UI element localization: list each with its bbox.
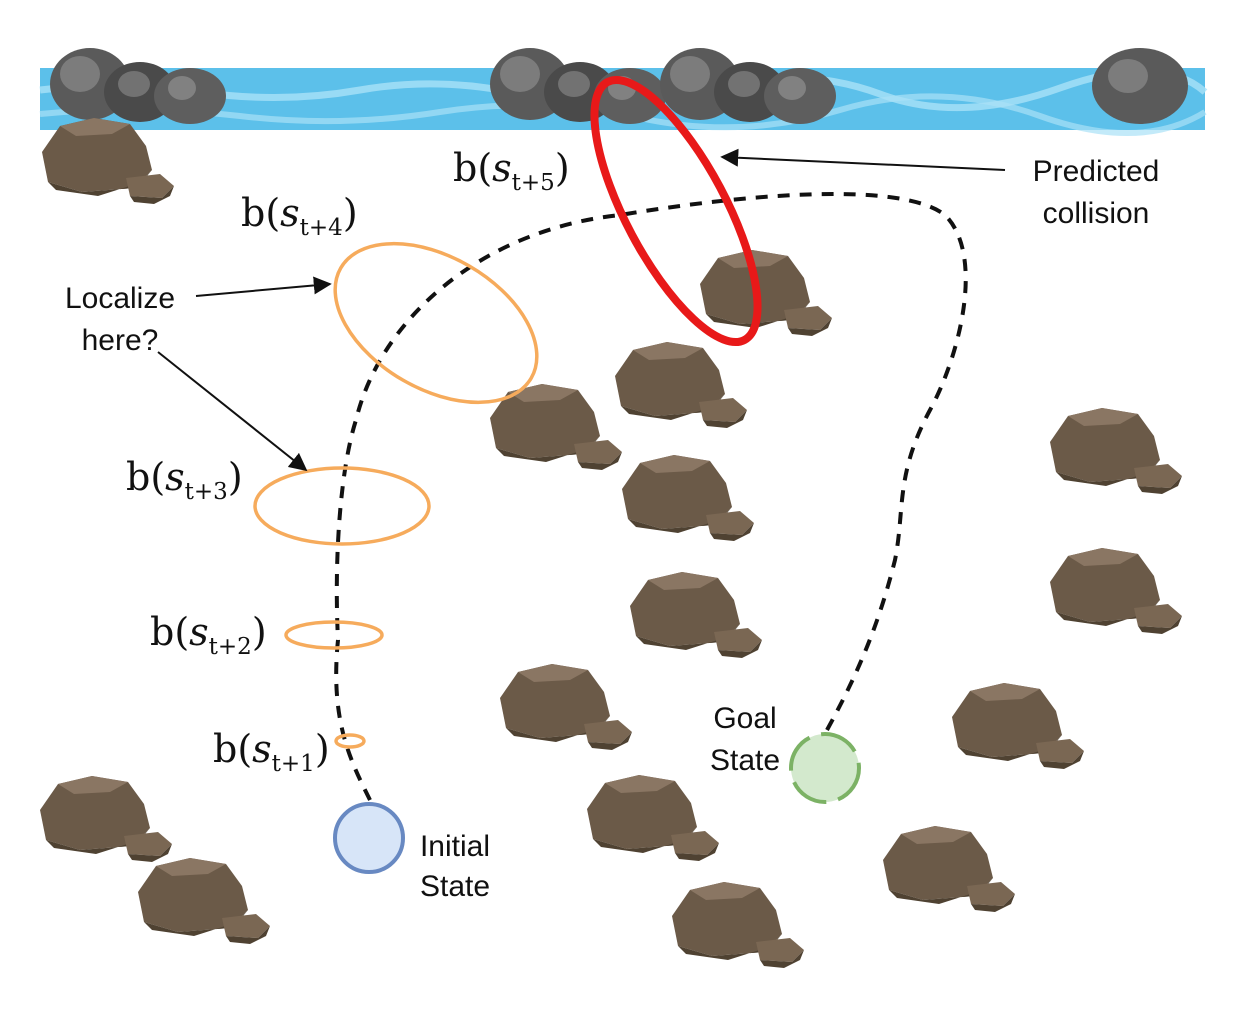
rock [883,826,1015,912]
belief-ellipse-t4 [333,241,539,405]
river [39,48,1208,136]
belief-label-t5: b(st+5) [453,146,570,196]
belief-ellipse-t3 [253,466,431,546]
belief-ellipse-t2 [284,620,384,650]
rock [1050,408,1182,494]
predicted-collision-label-line1: Predicted [1033,155,1160,188]
rock [952,683,1084,769]
river-boulders [50,48,226,124]
rock [587,775,719,861]
rock [615,342,747,428]
initial-state-label-line1: Initial [420,830,490,863]
localize-label-line1: Localize [65,282,175,315]
rocks [40,118,1182,968]
belief-label-t1: b(st+1) [213,727,330,777]
rock [40,776,172,862]
localize-label-line2: here? [82,324,159,357]
river-boulders [1092,48,1188,124]
rock [700,250,832,336]
initial-state-circle [333,802,405,874]
rock [1050,548,1182,634]
predicted-collision-arrow [720,148,1006,171]
rock [672,882,804,968]
predicted-collision-label-line2: collision [1043,197,1150,230]
belief-label-t4: b(st+4) [241,191,358,241]
planned-path [334,192,968,801]
goal-state-circle [789,732,861,804]
goal-state-label-line1: Goal [713,702,776,735]
rock [500,664,632,750]
initial-state-label-line2: State [420,870,490,903]
localize-arrow-t4 [195,276,332,297]
rock [630,572,762,658]
localize-arrow-t3 [157,351,308,472]
belief-label-t2: b(st+2) [150,610,267,660]
river-boulders [660,48,836,124]
belief-ellipse-t5-collision [590,75,762,347]
goal-state-label-line2: State [710,744,780,777]
belief-label-t3: b(st+3) [126,455,243,505]
rock [42,118,174,204]
rock [622,455,754,541]
belief-ellipse-t1 [334,733,366,749]
rock [138,858,270,944]
